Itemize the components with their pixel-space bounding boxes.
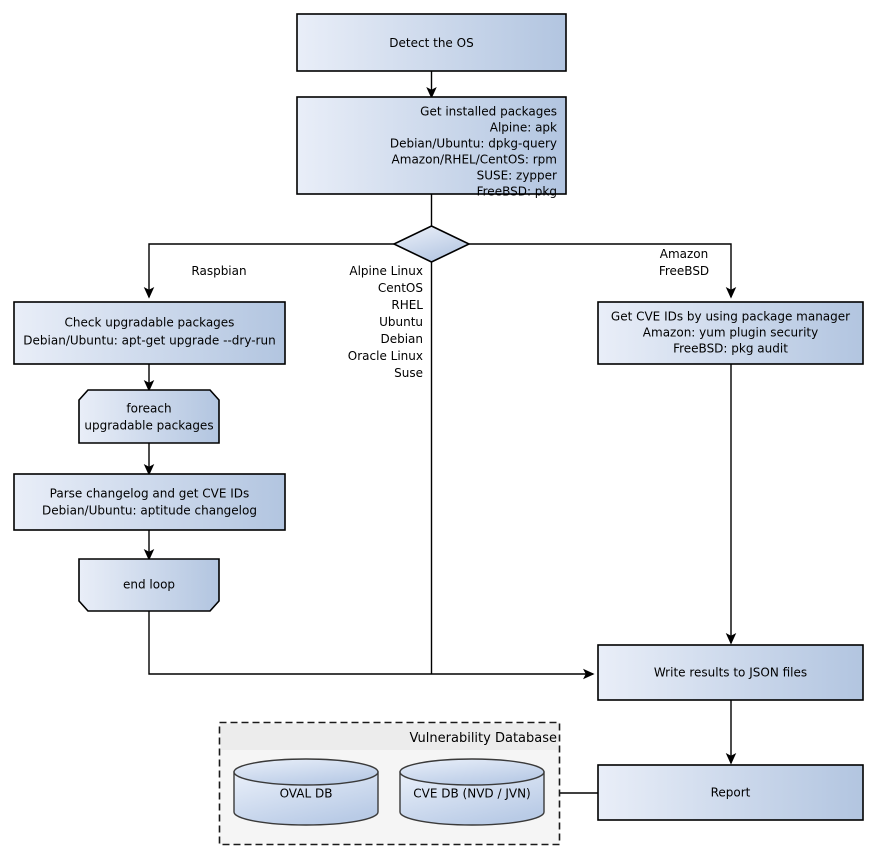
node-foreach-loop-start[interactable]: foreach upgradable packages <box>78 389 220 444</box>
node-get-installed-packages[interactable]: Get installed packages Alpine: apk Debia… <box>296 96 567 199</box>
node-check-upgradable-packages[interactable]: Check upgradable packages Debian/Ubuntu:… <box>13 301 286 365</box>
edge-label-middle-line-6: Oracle Linux <box>348 349 423 363</box>
node-write-results[interactable]: Write results to JSON files <box>597 644 864 701</box>
node-label-get-installed-packages-line-6: FreeBSD: pkg <box>477 185 557 199</box>
node-label-get-cve-ids-line-3: FreeBSD: pkg audit <box>673 342 788 356</box>
edge-label-middle-branch: Alpine Linux CentOS RHEL Ubuntu Debian O… <box>348 264 424 380</box>
database-label-oval: OVAL DB <box>280 787 333 801</box>
node-report[interactable]: Report <box>597 764 864 821</box>
edge-decision-raspbian <box>143 243 394 299</box>
edge-decision-amazon-freebsd <box>469 243 737 299</box>
node-label-get-installed-packages-line-5: SUSE: zypper <box>477 169 557 183</box>
edge-endloop-to-write <box>148 611 595 680</box>
node-label-get-installed-packages-line-4: Amazon/RHEL/CentOS: rpm <box>392 153 557 167</box>
database-label-cve: CVE DB (NVD / JVN) <box>413 787 530 801</box>
edge-label-middle-line-4: Ubuntu <box>379 315 423 329</box>
edge-label-middle-line-1: Alpine Linux <box>349 264 423 278</box>
edge-label-middle-line-2: CentOS <box>378 281 423 295</box>
node-end-loop[interactable]: end loop <box>78 558 220 612</box>
vulnerability-database-group: Vulnerability Database OVAL DB CVE DB (N… <box>218 721 561 846</box>
edge-label-middle-line-5: Debian <box>380 332 423 346</box>
edge-label-raspbian: Raspbian <box>191 264 246 278</box>
node-label-report: Report <box>711 786 751 800</box>
node-label-detect-os: Detect the OS <box>389 36 473 50</box>
node-label-parse-changelog-line-2: Debian/Ubuntu: aptitude changelog <box>42 504 257 518</box>
node-label-parse-changelog-line-1: Parse changelog and get CVE IDs <box>50 487 250 501</box>
database-cylinder-oval: OVAL DB <box>233 758 379 826</box>
node-label-get-cve-ids-line-1: Get CVE IDs by using package manager <box>611 310 850 324</box>
node-parse-changelog[interactable]: Parse changelog and get CVE IDs Debian/U… <box>13 473 286 531</box>
edge-label-right-line-2: FreeBSD <box>659 264 709 278</box>
node-label-get-installed-packages-line-2: Alpine: apk <box>490 121 557 135</box>
node-get-cve-ids-package-manager[interactable]: Get CVE IDs by using package manager Ama… <box>597 301 864 365</box>
node-label-foreach-line-1: foreach <box>126 402 171 416</box>
node-label-get-installed-packages-line-3: Debian/Ubuntu: dpkg-query <box>390 137 557 151</box>
group-title-vulnerability-database: Vulnerability Database <box>410 731 557 746</box>
node-os-decision-diamond[interactable] <box>392 225 471 263</box>
node-label-get-installed-packages-line-1: Get installed packages <box>420 105 557 119</box>
node-label-end-loop: end loop <box>123 578 175 592</box>
node-label-get-cve-ids-line-2: Amazon: yum plugin security <box>643 326 818 340</box>
node-detect-os[interactable]: Detect the OS <box>296 13 567 72</box>
edge-label-middle-line-7: Suse <box>394 366 423 380</box>
edge-label-right-branch: Amazon FreeBSD <box>659 247 709 278</box>
node-label-check-upgradable-line-2: Debian/Ubuntu: apt-get upgrade --dry-run <box>23 334 275 348</box>
node-label-foreach-line-2: upgradable packages <box>84 419 213 433</box>
node-label-write-results: Write results to JSON files <box>654 666 807 680</box>
edge-label-right-line-1: Amazon <box>660 247 709 261</box>
database-cylinder-cve: CVE DB (NVD / JVN) <box>399 758 545 826</box>
edge-label-middle-line-3: RHEL <box>391 298 423 312</box>
node-label-check-upgradable-line-1: Check upgradable packages <box>65 316 235 330</box>
